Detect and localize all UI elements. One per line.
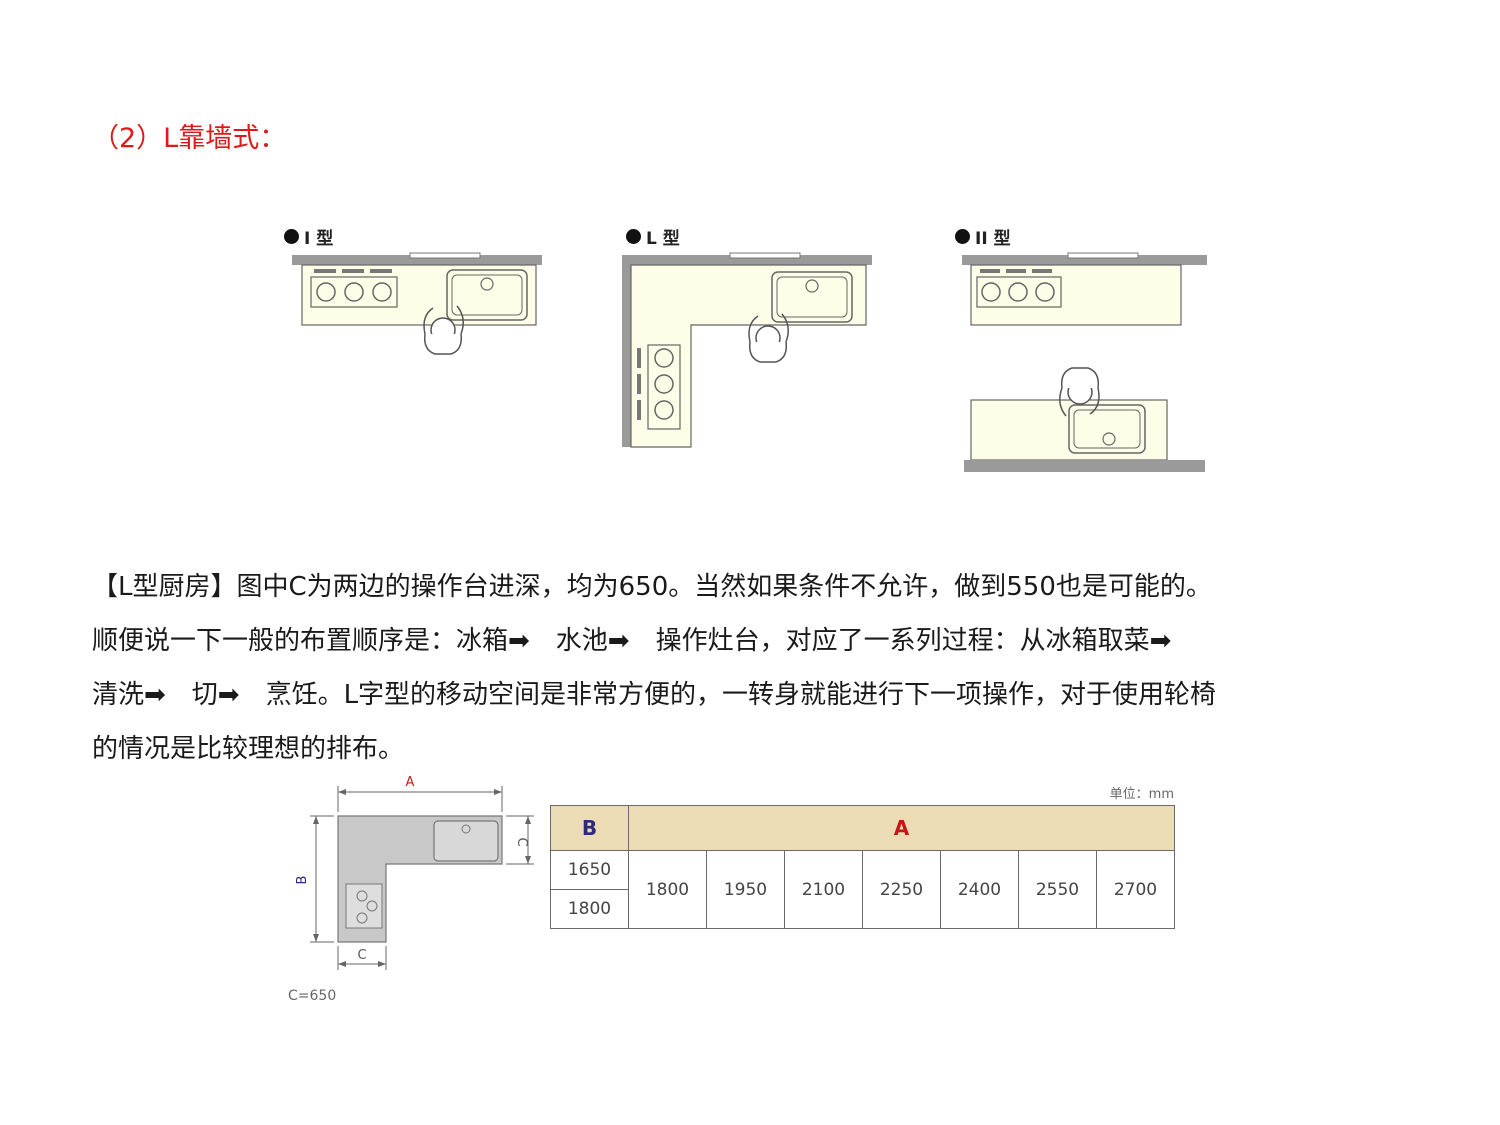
paragraph-line: 的情况是比较理想的排布。 bbox=[92, 734, 405, 764]
i-type-layout bbox=[292, 252, 542, 355]
a-value-cell: 2700 bbox=[1096, 850, 1175, 929]
paragraph-line: 【L型厨房】图中C为两边的操作台进深，均为650。当然如果条件不允许，做到550… bbox=[92, 572, 1212, 602]
ii-type-layout bbox=[962, 252, 1207, 472]
table-header-a: A bbox=[628, 805, 1175, 851]
b-value-cell: 1650 bbox=[550, 850, 629, 890]
paragraph-line: 顺便说一下一般的布置顺序是：冰箱➡ 水池➡ 操作灶台，对应了一系列过程：从冰箱取… bbox=[92, 626, 1172, 656]
dim-label-a: A bbox=[406, 775, 415, 790]
a-value-cell: 1800 bbox=[628, 850, 707, 929]
l-plan-drawing: A B C C bbox=[295, 775, 534, 970]
layouts-drawing bbox=[292, 252, 1207, 472]
a-value-cell: 2550 bbox=[1018, 850, 1097, 929]
a-value-cell: 1950 bbox=[706, 850, 785, 929]
b-value-cell: 1800 bbox=[550, 889, 629, 929]
table-header-b: B bbox=[550, 805, 629, 851]
dim-label-c-bottom: C bbox=[357, 948, 366, 963]
a-value-cell: 2250 bbox=[862, 850, 941, 929]
layout-label-i: I 型 bbox=[284, 224, 333, 249]
l-kitchen-spec-figure: A B C C C=650 单位：mm B A 1650 1800 1950 2… bbox=[282, 772, 1212, 1012]
section-heading: （2）L靠墙式： bbox=[92, 123, 287, 154]
dim-label-c-side: C bbox=[514, 837, 529, 846]
layout-label-l: L 型 bbox=[626, 224, 680, 249]
c-value-note: C=650 bbox=[288, 988, 337, 1004]
dim-label-b: B bbox=[295, 876, 310, 885]
bullet-icon bbox=[626, 229, 641, 244]
description-paragraph: 【L型厨房】图中C为两边的操作台进深，均为650。当然如果条件不允许，做到550… bbox=[92, 560, 1422, 776]
layout-label-ii: II 型 bbox=[955, 224, 1011, 249]
paragraph-line: 清洗➡ 切➡ 烹饪。L字型的移动空间是非常方便的，一转身就能进行下一项操作，对于… bbox=[92, 680, 1217, 710]
bullet-icon bbox=[284, 229, 299, 244]
bullet-icon bbox=[955, 229, 970, 244]
l-type-layout bbox=[622, 252, 872, 448]
a-value-cell: 2400 bbox=[940, 850, 1019, 929]
kitchen-layouts-figure: I 型 L 型 II 型 bbox=[280, 220, 1210, 490]
a-value-cell: 2100 bbox=[784, 850, 863, 929]
unit-label: 单位：mm bbox=[1109, 787, 1174, 802]
dimension-table: B A 1650 1800 1950 2100 2250 2400 2550 2… bbox=[550, 805, 1175, 929]
